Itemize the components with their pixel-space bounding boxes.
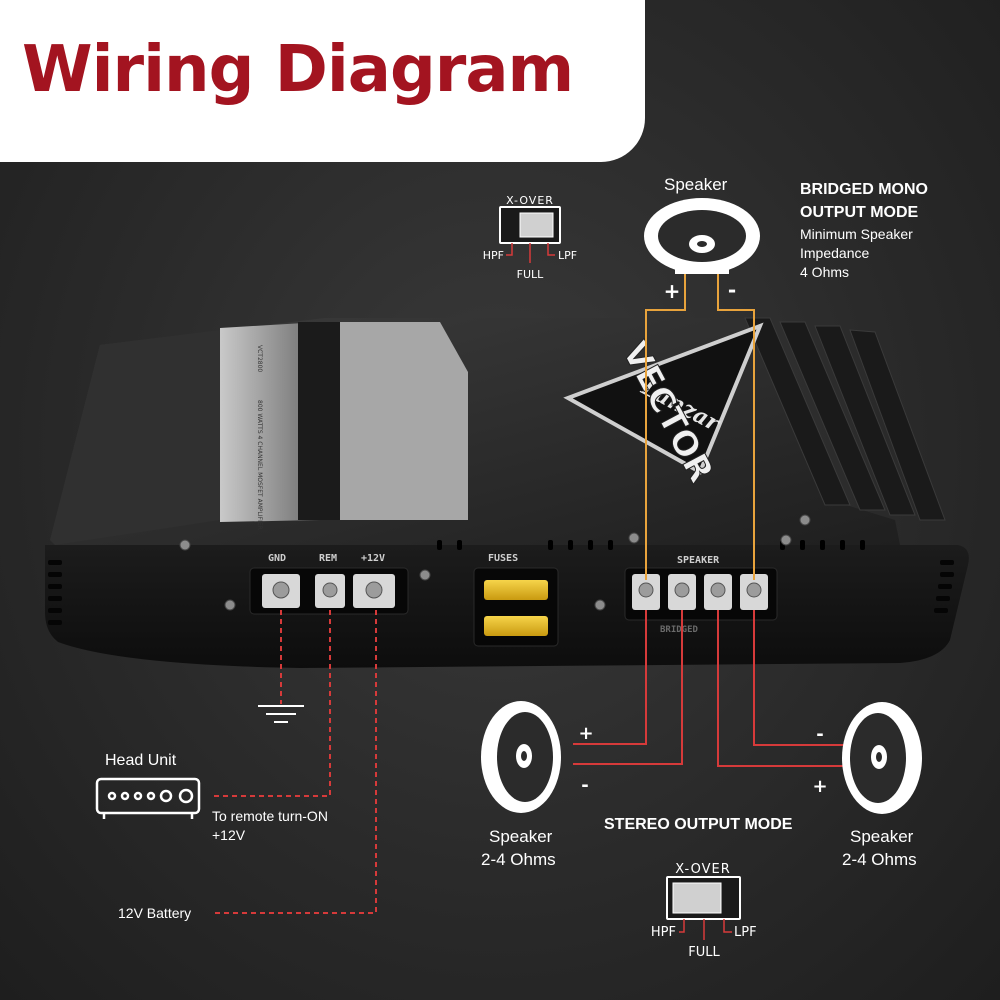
right-speaker-negative-wire <box>753 610 845 746</box>
power-terminal-block <box>249 567 409 615</box>
bridged-wire-negative <box>717 272 755 580</box>
xover-top-full: FULL <box>517 268 545 281</box>
fuses-label: FUSES <box>488 553 518 564</box>
remote-label-line1: To remote turn-ON <box>212 808 328 824</box>
xover-bottom-hpf: HPF <box>651 925 676 940</box>
xover-top-title: X-OVER <box>506 194 554 207</box>
terminal-label-rem: REM <box>319 553 337 564</box>
bridged-desc-line1: Minimum Speaker <box>800 226 913 242</box>
battery-label: 12V Battery <box>118 905 192 921</box>
right-speaker-name: Speaker <box>850 827 914 846</box>
left-speaker-plus: + <box>578 723 593 744</box>
bridged-desc-line2: Impedance <box>800 245 870 261</box>
xover-switch-bottom <box>666 876 741 940</box>
amplifier-side-text: 800 WATTS 4 CHANNEL MOSFET AMPLIFIER <box>256 400 263 530</box>
stereo-wires <box>573 610 845 767</box>
amplifier-dark-strip <box>298 322 340 520</box>
bridged-wires <box>645 272 755 580</box>
left-speaker-name: Speaker <box>489 827 553 846</box>
right-speaker-plus: + <box>812 776 827 797</box>
amplifier-center-panel <box>340 322 468 520</box>
amplifier-left-bevel <box>50 330 220 545</box>
xover-bottom-title: X-OVER <box>675 862 730 877</box>
front-screws <box>179 514 811 611</box>
remote-wire <box>213 610 331 797</box>
fuse-holder <box>473 567 559 647</box>
amplifier: 800 WATTS 4 CHANNEL MOSFET AMPLIFIER VCT… <box>45 317 969 668</box>
bridged-wire-positive <box>645 272 686 580</box>
xover-bottom-full: FULL <box>688 945 720 960</box>
xover-top-lpf: LPF <box>558 249 577 262</box>
right-speaker-ohms: 2-4 Ohms <box>842 850 917 869</box>
right-speaker-positive-wire <box>717 610 845 767</box>
amplifier-silver-panel <box>220 322 320 522</box>
bridged-speaker-icon <box>644 198 760 274</box>
heatsink-fins <box>744 317 946 521</box>
head-unit-icon <box>95 777 201 819</box>
left-speaker-ohms: 2-4 Ohms <box>481 850 556 869</box>
title-panel: Wiring Diagram <box>0 0 645 162</box>
bridged-label: BRIDGED <box>660 625 699 635</box>
right-speaker-minus: - <box>816 724 823 745</box>
power-wires <box>213 610 377 914</box>
terminal-label-gnd: GND <box>268 553 286 564</box>
left-speaker-positive-wire <box>573 610 647 745</box>
fuse-2 <box>484 616 548 636</box>
stereo-heading: STEREO OUTPUT MODE <box>604 816 793 833</box>
speaker-terminal-block <box>624 567 778 621</box>
xover-switch-top <box>499 206 561 263</box>
bridged-minus-sign: - <box>728 278 736 302</box>
page-title: Wiring Diagram <box>22 33 574 107</box>
terminal-label-power: +12V <box>361 553 385 564</box>
battery-wire <box>215 610 377 914</box>
ground-symbol <box>258 705 304 723</box>
bridged-heading-line2: OUTPUT MODE <box>800 204 919 221</box>
left-speaker-minus: - <box>581 775 588 796</box>
speaker-terminals-label: SPEAKER <box>677 555 720 566</box>
bridged-speaker-label: Speaker <box>664 175 728 194</box>
front-vents <box>48 560 954 625</box>
left-speaker-icon <box>481 701 561 813</box>
xover-bottom-lpf: LPF <box>734 925 757 940</box>
right-speaker-icon <box>842 702 922 814</box>
fuse-1 <box>484 580 548 600</box>
bridged-desc-line3: 4 Ohms <box>800 264 850 280</box>
head-unit-label: Head Unit <box>105 752 177 769</box>
bridged-heading-line1: BRIDGED MONO <box>800 181 928 198</box>
xover-top-hpf: HPF <box>483 249 504 262</box>
amplifier-side-model: VCT2800 <box>256 345 263 372</box>
remote-label-line2: +12V <box>212 827 246 843</box>
bridged-plus-sign: + <box>664 279 681 303</box>
left-speaker-negative-wire <box>573 610 683 765</box>
